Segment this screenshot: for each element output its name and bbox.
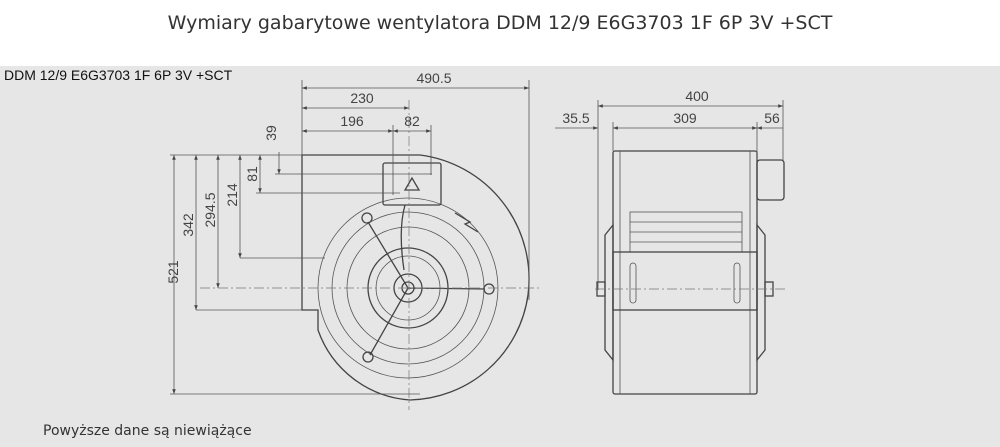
disclaimer-note: Powyższe dane są niewiążące <box>43 423 252 439</box>
drawing-panel <box>0 66 1000 447</box>
dim-35-5: 35.5 <box>562 110 589 126</box>
dim-214: 214 <box>224 183 240 207</box>
terminal-box <box>382 162 442 206</box>
model-label: DDM 12/9 E6G3703 1F 6P 3V +SCT <box>4 67 233 83</box>
dim-81: 81 <box>244 166 260 182</box>
dim-230: 230 <box>350 90 374 106</box>
dim-39: 39 <box>263 125 279 141</box>
dim-400: 400 <box>685 88 709 104</box>
dim-342: 342 <box>180 213 196 237</box>
page-title: Wymiary gabarytowe wentylatora DDM 12/9 … <box>167 12 833 34</box>
dim-490-5: 490.5 <box>416 70 451 86</box>
dim-196: 196 <box>340 113 364 129</box>
dim-56: 56 <box>764 110 780 126</box>
dim-521: 521 <box>165 260 181 284</box>
motor-terminal-box <box>756 159 785 201</box>
warning-icon <box>403 176 421 191</box>
dim-294-5: 294.5 <box>202 192 218 227</box>
dim-82: 82 <box>404 113 420 129</box>
side-view: 400 35.5 309 56 <box>555 88 785 395</box>
front-view: 490.5 230 196 82 521 342 294.5 214 81 39 <box>165 70 540 410</box>
dim-309: 309 <box>673 110 697 126</box>
